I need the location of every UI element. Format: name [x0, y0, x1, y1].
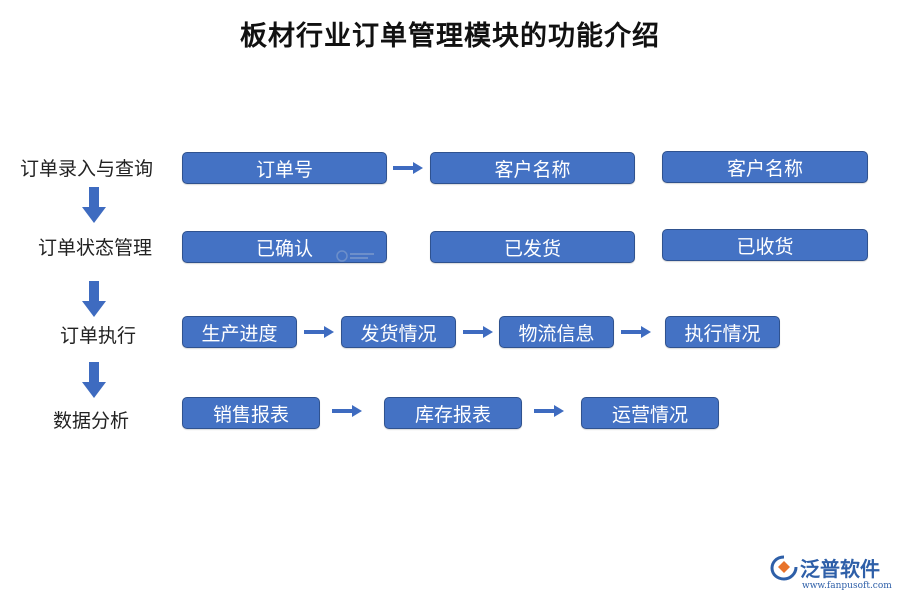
stage-label-order-entry: 订单录入与查询 [20, 158, 154, 180]
node-confirmed: 已确认 [182, 231, 387, 263]
flow-arrow-down [82, 362, 106, 398]
node-logistics-info: 物流信息 [499, 316, 614, 348]
node-production-progress: 生产进度 [182, 316, 297, 348]
flow-arrow-right [304, 326, 334, 338]
node-customer-name-2: 客户名称 [662, 151, 868, 183]
node-received: 已收货 [662, 229, 868, 261]
stage-label-order-status: 订单状态管理 [38, 237, 153, 259]
node-order-number: 订单号 [182, 152, 387, 184]
node-sales-report: 销售报表 [182, 397, 320, 429]
flow-arrow-right [534, 405, 564, 417]
brand-name: 泛普软件 [800, 557, 880, 581]
flow-arrow-down [82, 187, 106, 223]
flow-arrow-right [393, 162, 423, 174]
node-inventory-report: 库存报表 [384, 397, 522, 429]
node-delivery-status: 发货情况 [341, 316, 456, 348]
watermark-logo-icon [336, 250, 374, 262]
node-customer-name-1: 客户名称 [430, 152, 635, 184]
brand-url: www.fanpusoft.com [802, 581, 892, 591]
flow-arrow-right [621, 326, 651, 338]
flow-arrow-right [463, 326, 493, 338]
flow-arrow-down [82, 281, 106, 317]
brand-logo-icon [770, 555, 798, 581]
flow-arrow-right [332, 405, 362, 417]
node-execution-status: 执行情况 [665, 316, 780, 348]
node-operations-status: 运营情况 [581, 397, 719, 429]
stage-label-data-analysis: 数据分析 [53, 410, 130, 432]
diagram-title: 板材行业订单管理模块的功能介绍 [240, 21, 660, 52]
stage-label-order-execution: 订单执行 [60, 325, 137, 347]
brand-logo: 泛普软件 www.fanpusoft.com [770, 553, 894, 597]
node-shipped: 已发货 [430, 231, 635, 263]
